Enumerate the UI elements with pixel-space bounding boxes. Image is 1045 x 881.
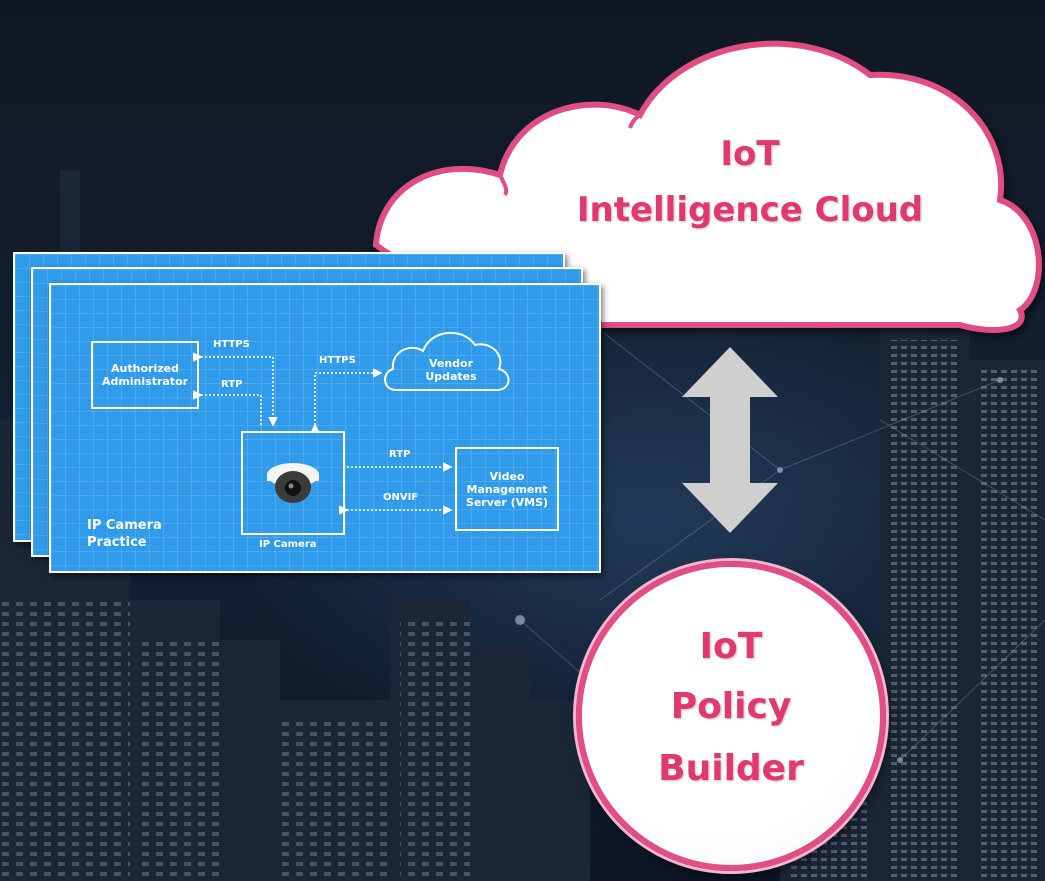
ip-camera-label: IP Camera xyxy=(259,539,317,550)
authorized-administrator-label: Authorized Administrator xyxy=(101,362,189,388)
authorized-administrator-box: Authorized Administrator xyxy=(91,341,199,409)
policy-title-line1: IoT xyxy=(699,626,763,667)
vendor-updates-label: Vendor Updates xyxy=(425,357,477,383)
dome-camera-icon xyxy=(267,463,319,503)
ip-camera-box xyxy=(241,431,345,535)
blueprint-connector-arrows xyxy=(193,331,510,515)
https-label-admin: HTTPS xyxy=(213,339,250,350)
onvif-label: ONVIF xyxy=(383,492,419,503)
cloud-title-line1: IoT xyxy=(720,134,780,174)
blueprint-card-front: Authorized Administrator Vendor Updates … xyxy=(49,283,601,573)
rtp-label-vms: RTP xyxy=(389,449,411,460)
policy-title-line3: Builder xyxy=(658,748,804,789)
policy-builder-circle xyxy=(576,561,886,871)
rtp-label-admin: RTP xyxy=(221,379,243,390)
https-label-vendor: HTTPS xyxy=(319,355,356,366)
policy-title-line2: Policy xyxy=(670,686,792,727)
ip-camera-practice-label: IP Camera Practice xyxy=(87,518,162,550)
vms-box: Video Management Server (VMS) xyxy=(455,447,559,531)
vms-label: Video Management Server (VMS) xyxy=(465,469,549,509)
cloud-outline-icon xyxy=(384,331,510,391)
double-arrow-icon xyxy=(682,347,778,533)
cloud-title-line2: Intelligence Cloud xyxy=(576,190,924,230)
